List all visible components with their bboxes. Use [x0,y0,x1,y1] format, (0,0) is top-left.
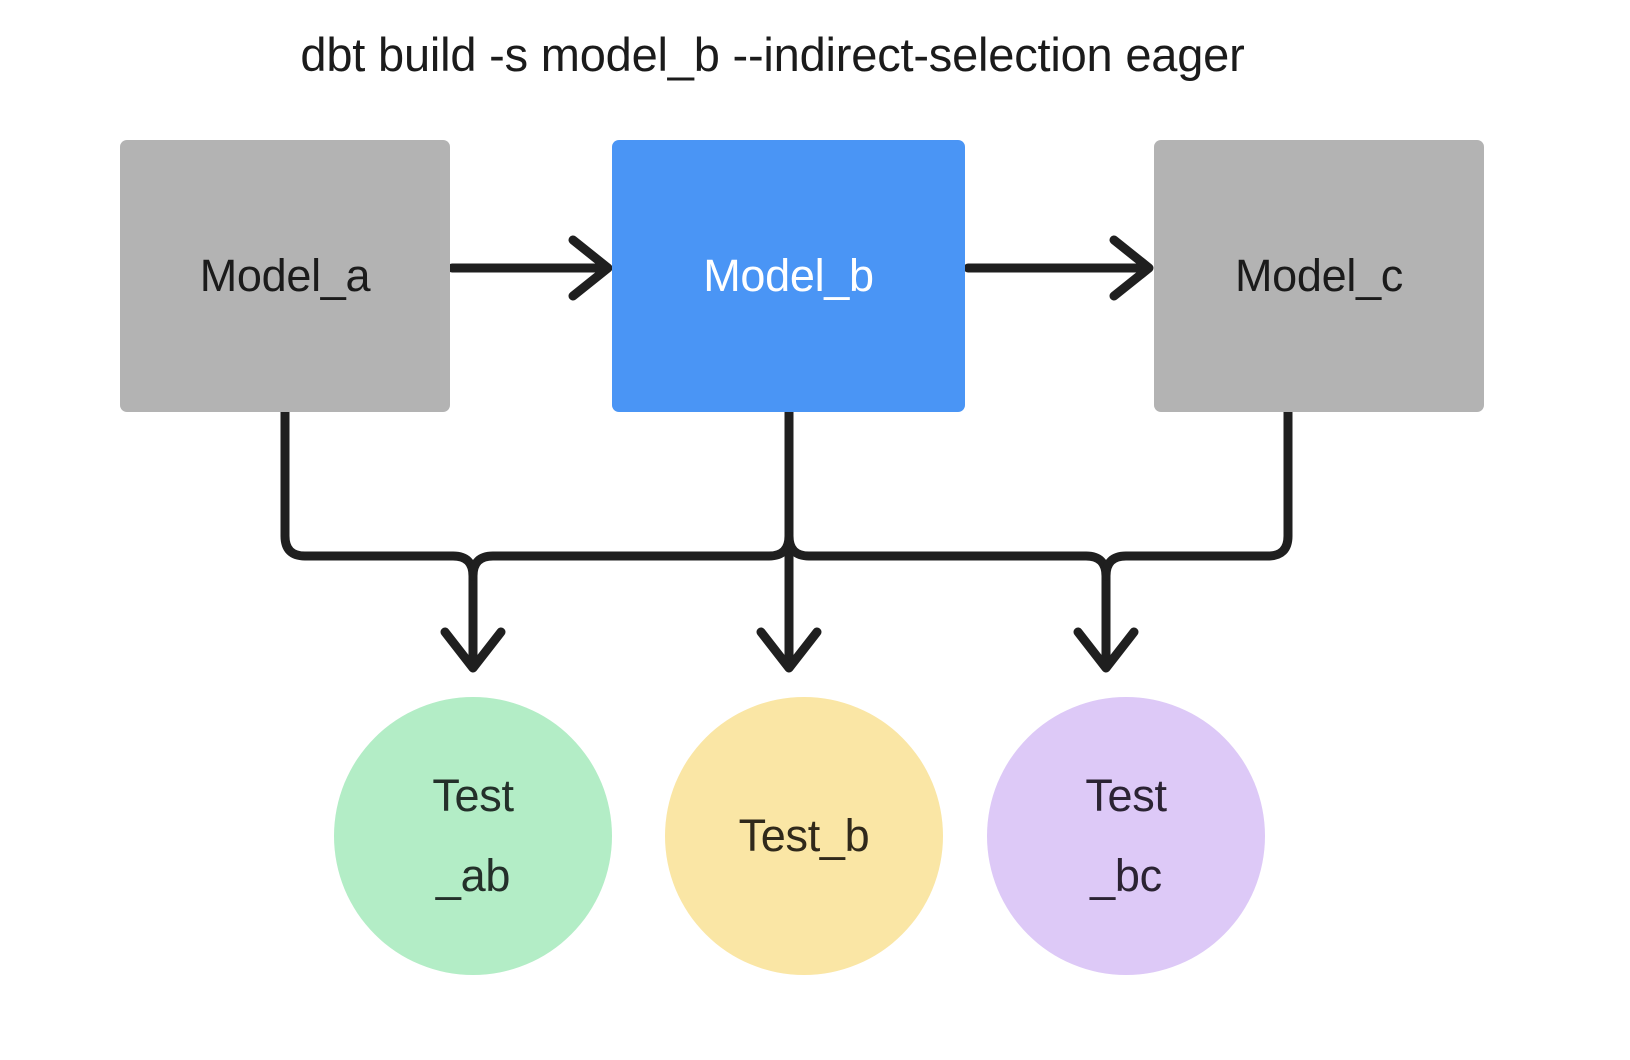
node-model-a-label: Model_a [199,250,371,301]
node-test-b-label-line1: Test_b [738,810,870,861]
diagram-title: dbt build -s model_b --indirect-selectio… [300,28,1245,81]
node-model-c-label: Model_c [1235,250,1403,301]
edge-bus-right-span [784,531,1111,581]
edge-model-a-down-to-bus [280,407,478,665]
edge-arrowhead-test-b [756,627,822,673]
edge-arrowhead-test-bc [1073,627,1139,673]
node-model-a[interactable]: Model_a [120,140,450,412]
edge-arrowhead-test-ab [440,627,506,673]
node-model-b-label: Model_b [703,250,874,301]
edge-model-a-to-model-b-arrowhead [568,235,613,301]
edge-model-b-to-model-c-arrowhead [1109,235,1154,301]
node-model-b[interactable]: Model_b [612,140,965,412]
edge-model-c-down-to-bus [1101,407,1293,581]
node-test-ab-label-line2: _ab [435,850,511,901]
edge-bus-left-span [468,531,794,581]
node-test-bc-label-line1: Test [1085,770,1167,821]
node-test-bc-label-line2: _bc [1090,850,1162,901]
node-model-c[interactable]: Model_c [1154,140,1484,412]
node-test-b[interactable]: Test_b [665,697,943,975]
node-test-ab-label-line1: Test [432,770,514,821]
node-test-bc[interactable]: Test _bc [987,697,1265,975]
node-test-ab[interactable]: Test _ab [334,697,612,975]
